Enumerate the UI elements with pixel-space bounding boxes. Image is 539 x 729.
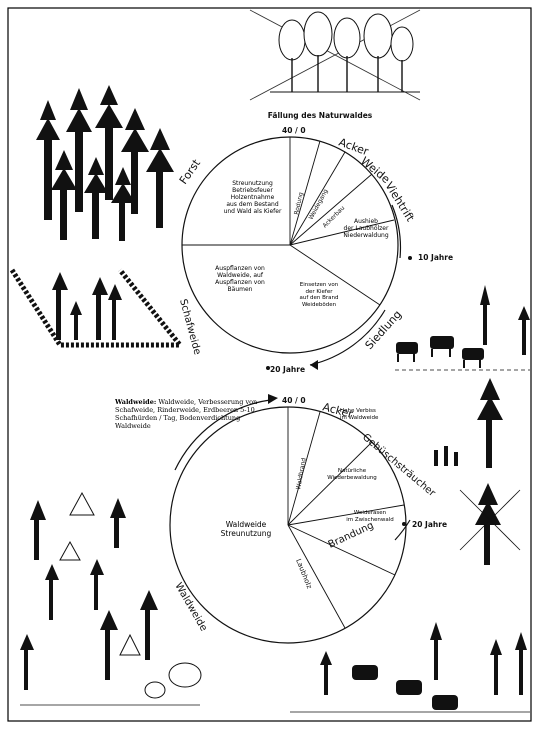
sheepfold-illustration (9, 268, 186, 348)
page-border (7, 7, 532, 722)
cycle-1-diagram: 40 / 0 10 Jahre 20 Jahre Acker Weide Vie… (177, 126, 453, 374)
cycle-1-label-forst: Forst (177, 156, 204, 186)
mixed-forest-illustration (20, 491, 202, 706)
felled-forest-illustration: Fällung des Naturwaldes (249, 9, 421, 120)
cycle-1-wedge-1: Rodung (293, 191, 305, 215)
cycle-1-sector-text-right: Aushieb der Laubhölzer Niederwaldung (343, 218, 389, 239)
cycle-1-sector-text-bottom: Einsetzen von der Kiefer auf den Brand W… (299, 282, 339, 308)
cycle-2-wedge-1: Waldbrand (295, 457, 308, 490)
pine-forest-illustration (36, 85, 174, 241)
cycle-2-diagram: 40 / 0 20 Jahre Waldweide: Waldweide, Ve… (115, 394, 447, 644)
cycle-1-bottom-label: 20 Jahre (270, 365, 305, 374)
cattle-scene-2 (290, 622, 530, 713)
cycle-2-sector-text-right-low: Weiderasen im Zwischenwald (346, 510, 394, 523)
cycle-1-top-label: 40 / 0 (282, 126, 306, 135)
top-caption: Fällung des Naturwaldes (268, 111, 373, 120)
cycle-2-sector-text-left: Waldweide Streunutzung (220, 520, 272, 538)
cycle-1-label-schafweide: Schafweide (177, 298, 202, 356)
cattle-scene-1 (395, 285, 530, 371)
cycle-1-wedge-2: Weidegang (308, 188, 330, 221)
cycle-2-legend-lead: Waldweide: (115, 398, 157, 406)
cycle-2-legend-text: Waldweide, Verbesserung von Schafweide, … (115, 398, 258, 430)
cycle-2-sector-text-right-top: Hohe Verbiss im Waldweide (340, 408, 379, 421)
cycle-2-wedge-2: Laubholz (294, 558, 313, 590)
cycle-2-right-label: 20 Jahre (412, 520, 447, 529)
cycle-1-right-label: 10 Jahre (418, 253, 453, 262)
cycle-2-top-label: 40 / 0 (282, 396, 306, 405)
right-trees-illustration (434, 378, 521, 565)
cycle-2-sector-text-right-mid: Natürliche Wiederbewaldung (327, 468, 377, 481)
cycle-1-sector-text-left-low: Auspflanzen von Waldweide, auf Auspflanz… (215, 265, 265, 293)
cycle-1-sector-text-top-left: Streunutzung Betriebsfeuer Holzentnahme … (223, 180, 282, 215)
